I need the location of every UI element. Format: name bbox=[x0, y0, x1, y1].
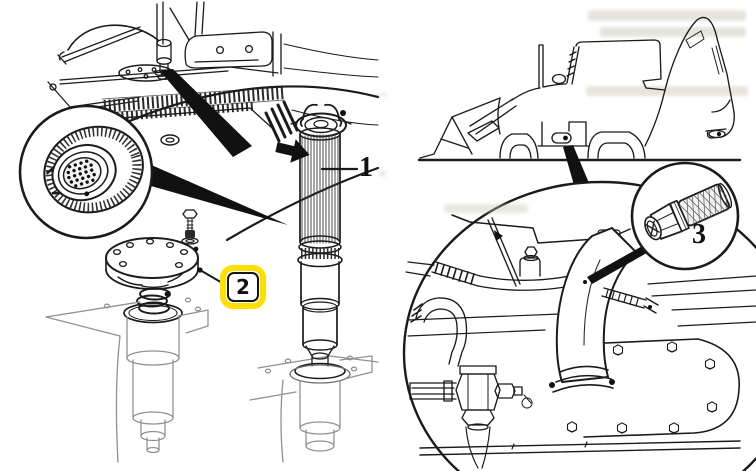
pointer-wedge-machine bbox=[563, 145, 589, 185]
callout-2-label: 2 bbox=[227, 272, 259, 302]
callout-3-label: 3 bbox=[692, 219, 706, 250]
strainer-detail-circle bbox=[630, 161, 740, 271]
callout-1-label: 1 bbox=[359, 152, 373, 183]
callout-3-leader bbox=[587, 244, 652, 284]
backhoe-silhouette bbox=[419, 16, 735, 159]
cab-floor-drawing bbox=[47, 1, 379, 146]
tank-cover-plate bbox=[521, 337, 740, 438]
direction-arrow-icon bbox=[275, 139, 310, 163]
right-panel-illustration bbox=[378, 10, 756, 471]
ghost-text-bleed bbox=[378, 10, 748, 176]
tank-corner-right bbox=[249, 355, 379, 463]
magnifier-bubble-arcs bbox=[98, 85, 380, 242]
callout-2-badge: 2 bbox=[220, 265, 266, 309]
tank-corner-left bbox=[45, 297, 209, 463]
spring-drawing bbox=[136, 287, 171, 315]
element-end-detail-circle bbox=[18, 104, 154, 240]
pointer-wedge-plate bbox=[160, 69, 252, 157]
left-panel-illustration bbox=[18, 1, 380, 463]
filter-cover-drawing bbox=[45, 209, 225, 463]
pointer-wedge-circle bbox=[140, 160, 288, 225]
filter-element-drawing bbox=[264, 100, 359, 384]
